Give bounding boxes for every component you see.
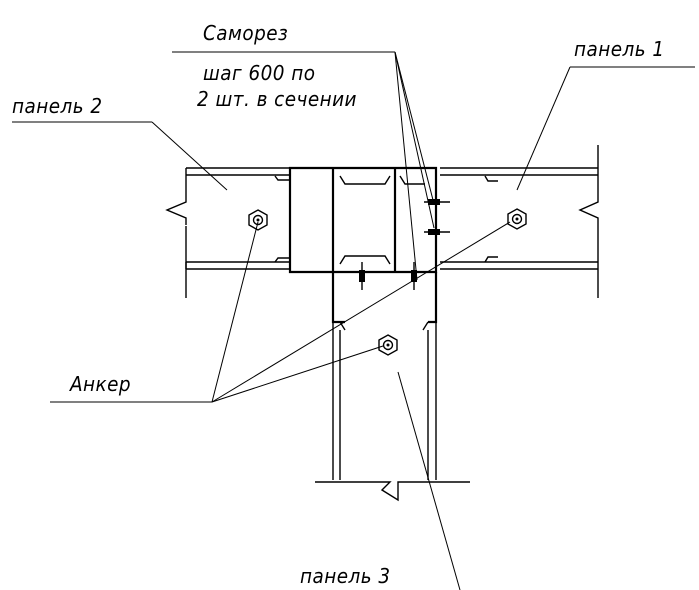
panel-3 <box>315 272 470 502</box>
screws <box>359 199 450 290</box>
screw-spec-line1: шаг 600 по <box>203 61 316 85</box>
panel-2-label: панель 2 <box>12 94 103 118</box>
panel-3-label: панель 3 <box>300 564 391 588</box>
anchor-icon <box>248 209 268 231</box>
screw-label: Саморез <box>203 21 289 45</box>
panel-1 <box>440 145 599 298</box>
anchor-icon <box>378 334 398 356</box>
panel-2 <box>165 167 291 298</box>
anchor-icon <box>507 208 527 230</box>
leader-lines <box>12 51 695 590</box>
panel-1-label: панель 1 <box>574 37 665 61</box>
screw-spec-line2: 2 шт. в сечении <box>197 87 357 111</box>
anchor-label: Анкер <box>70 372 132 396</box>
